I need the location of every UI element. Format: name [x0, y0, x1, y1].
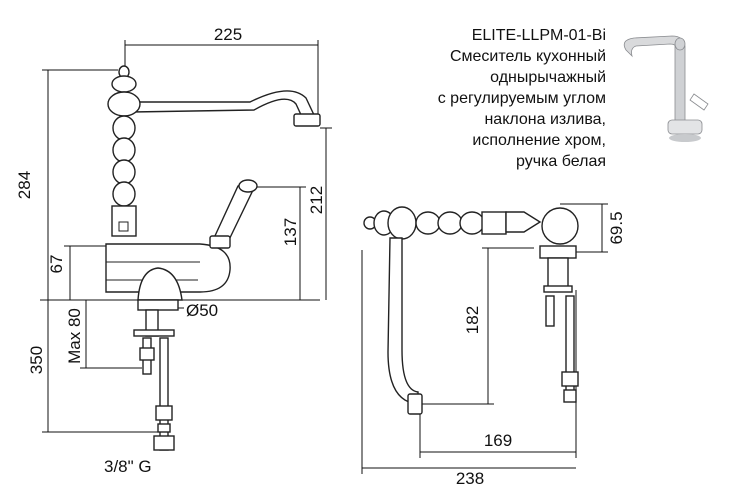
- dim-body-height: 67: [47, 245, 118, 300]
- spout-aerator: [293, 113, 321, 127]
- hose-right: [159, 337, 169, 451]
- side-finial: [387, 206, 417, 240]
- label-side-height: 69.5: [607, 211, 626, 244]
- desc-line: с регулируемым углом: [438, 90, 606, 107]
- base-dome: [137, 267, 183, 301]
- label-handle-height: 137: [281, 218, 300, 246]
- desc-line: однырычажный: [490, 69, 606, 86]
- side-body: [541, 207, 579, 245]
- dim-hose-length: 350: [27, 300, 170, 433]
- label-spout-height: 212: [307, 186, 326, 214]
- label-body-height: 67: [47, 255, 66, 274]
- side-column-base: [481, 211, 507, 235]
- faucet-front: [105, 65, 321, 451]
- product-code: ELITE-LLPM-01-Bi: [472, 27, 606, 44]
- dim-side-total: 238: [361, 250, 576, 488]
- desc-line: наклона излива,: [484, 111, 606, 128]
- dim-total-height: 284: [15, 69, 118, 300]
- faucet-thumbnail-icon: [623, 35, 709, 142]
- dim-side-drop: 182: [412, 247, 534, 405]
- side-base: [539, 245, 577, 259]
- spout: [131, 90, 316, 118]
- dim-handle-height: 137: [238, 186, 306, 300]
- label-max-mount: Max 80: [65, 308, 84, 364]
- column-ring: [112, 115, 136, 141]
- dim-spout-reach: 225: [124, 25, 319, 118]
- dim-spout-height: 212: [307, 127, 332, 300]
- side-spout: [387, 237, 419, 405]
- desc-line: Смеситель кухонный: [450, 48, 606, 65]
- label-side-depth: 169: [484, 431, 512, 450]
- faucet-side: [363, 206, 579, 415]
- desc-line: ручка белая: [516, 153, 606, 170]
- label-side-total: 238: [456, 469, 484, 488]
- mount-washer: [137, 299, 179, 311]
- side-hose-left: [545, 295, 555, 327]
- front-view: 225 284 67 350 Max 80: [15, 25, 332, 476]
- product-description: ELITE-LLPM-01-Bi Смеситель кухонный одны…: [438, 27, 606, 170]
- side-view: 69.5 182 169 238: [361, 203, 626, 488]
- label-side-drop: 182: [463, 306, 482, 334]
- label-hose-length: 350: [27, 346, 46, 374]
- label-total-height: 284: [15, 171, 34, 199]
- dim-max-mount: Max 80: [65, 300, 142, 369]
- label-spout-reach: 225: [214, 25, 242, 44]
- desc-line: исполнение хром,: [472, 132, 606, 149]
- side-aerator: [407, 393, 423, 415]
- mount-nut: [133, 329, 175, 337]
- label-base-diameter: Ø50: [186, 301, 218, 320]
- hose-fitting: [153, 435, 175, 451]
- side-handle: [505, 211, 542, 233]
- label-connection: 3/8" G: [104, 457, 152, 476]
